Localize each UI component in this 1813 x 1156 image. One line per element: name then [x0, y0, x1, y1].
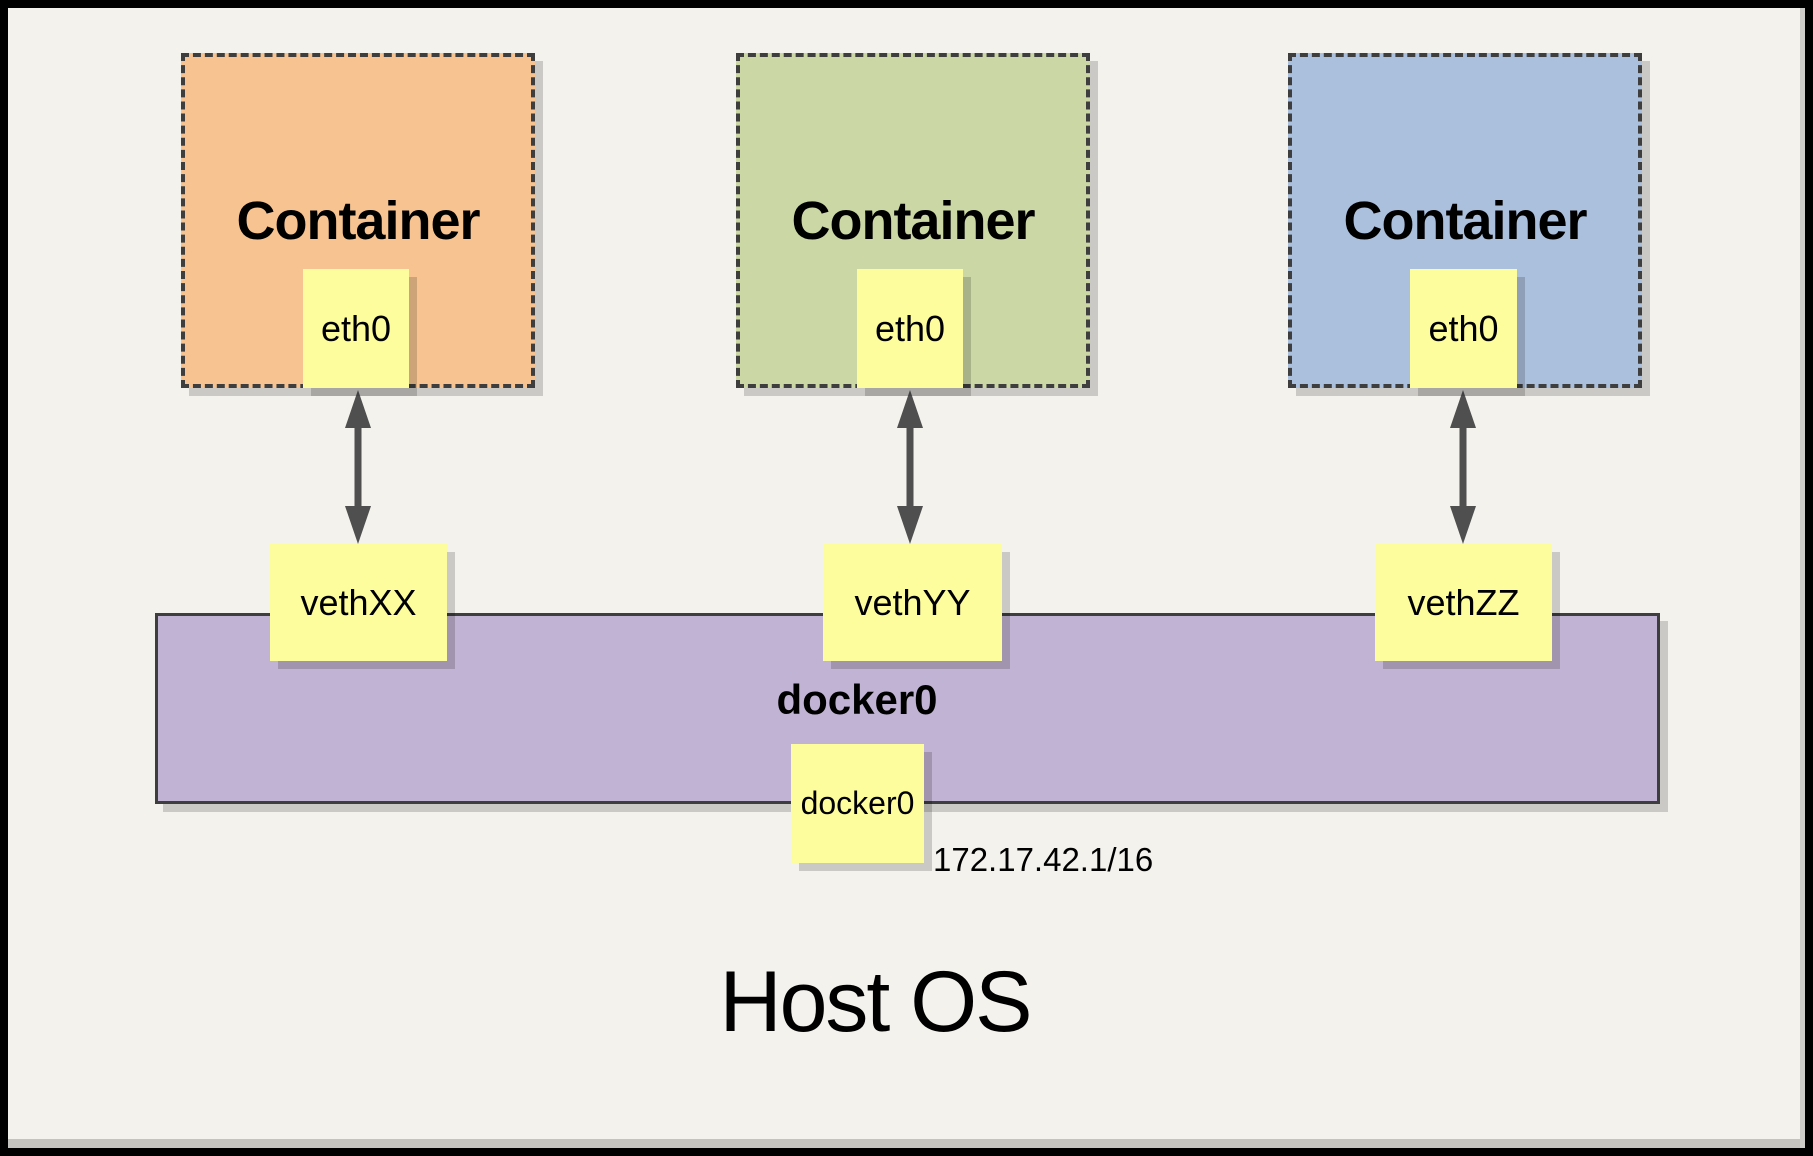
- double-arrow-icon: [345, 390, 371, 544]
- container-label: Container: [791, 191, 1035, 251]
- veth-note-3: vethZZ: [1375, 544, 1552, 661]
- docker0-bridge-label: docker0: [776, 676, 938, 723]
- docker0-interface-note: docker0: [791, 744, 924, 863]
- double-arrow-icon: [897, 390, 923, 544]
- veth-note-2: vethYY: [823, 544, 1002, 661]
- container-label: Container: [236, 191, 480, 251]
- eth0-note-1: eth0: [303, 269, 409, 388]
- double-arrow-icon: [1450, 390, 1476, 544]
- eth0-note-3: eth0: [1410, 269, 1517, 388]
- eth0-note-2: eth0: [857, 269, 963, 388]
- host-os-label: Host OS: [719, 954, 1033, 1050]
- frame-right-edge: [1800, 8, 1805, 1148]
- frame-bottom-edge: [8, 1139, 1805, 1148]
- container-label: Container: [1343, 191, 1587, 251]
- bridge-ip-label: 172.17.42.1/16: [933, 841, 1154, 878]
- veth-note-1: vethXX: [270, 544, 447, 661]
